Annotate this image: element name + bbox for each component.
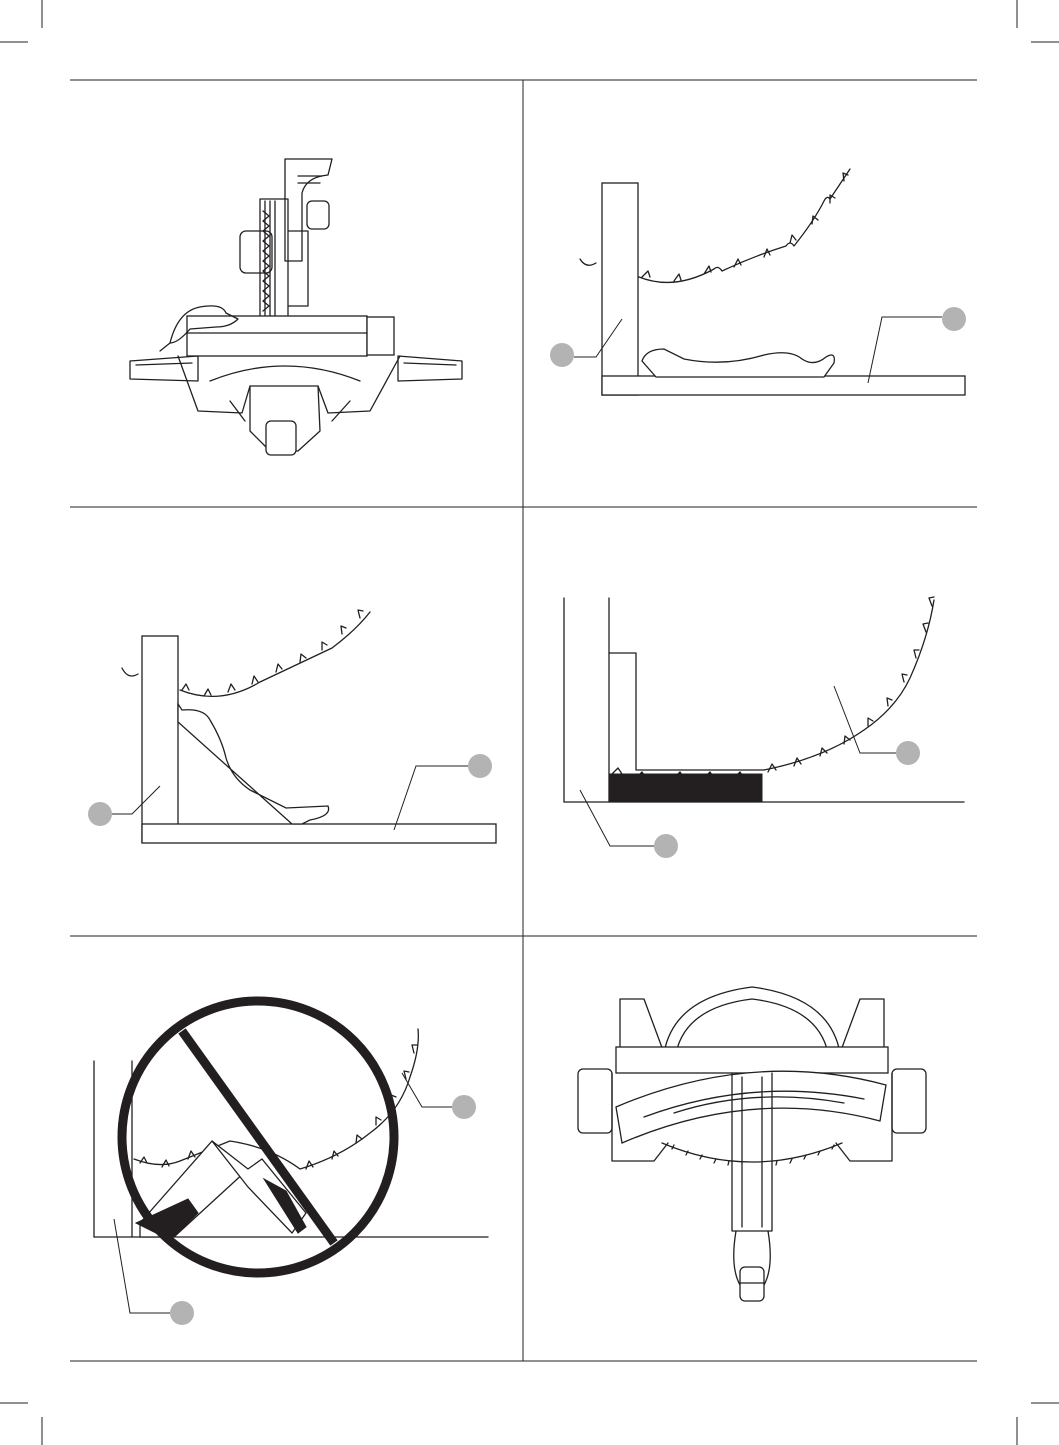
blade-tooth-left [122,668,138,676]
callout-1 [550,343,574,367]
figure-crown-molding-flat [524,81,976,506]
fence-end [367,317,394,355]
figure-prohibited-vertical-stock [70,937,522,1360]
crown-molding [178,704,329,824]
left-extension [578,1069,612,1133]
workpiece [187,316,367,356]
fence [602,183,638,395]
fence-face [609,653,764,770]
callout-2 [942,307,966,331]
blade-guard [664,987,840,1053]
base-right-extension [398,356,462,381]
callout-1 [896,741,920,765]
table [602,376,965,395]
fence [142,636,178,842]
base-corner-left [620,999,664,1053]
saw-blade-icon [134,1029,418,1169]
miter-lock-knob [740,1267,764,1301]
miter-scale [662,1143,842,1162]
handle-grip [307,201,329,229]
base-left-extension [130,356,198,381]
figure-saw-top-view-bowed-board [524,937,976,1360]
callout-1 [452,1095,476,1119]
callout-2 [654,834,678,858]
callout-2 [468,754,492,778]
miter-lock-knob [266,421,296,455]
figure-flat-stock-against-fence [524,508,976,935]
right-extension [892,1069,926,1133]
figure-saw-side-view [70,81,522,506]
bowed-board [616,1071,886,1143]
crown-molding [642,349,834,377]
callout-1 [88,802,112,826]
prohibited-slash [182,1031,334,1243]
callout-2 [170,1301,194,1325]
base-corner-right [840,999,884,1053]
saw-blade-icon [180,612,370,696]
saw-blade-icon [639,169,850,282]
figure-crown-molding-upright [70,508,522,935]
fence-bar [616,1047,888,1073]
workpiece-solid [610,774,762,802]
table [142,824,496,843]
blade-tooth-left [580,259,596,265]
